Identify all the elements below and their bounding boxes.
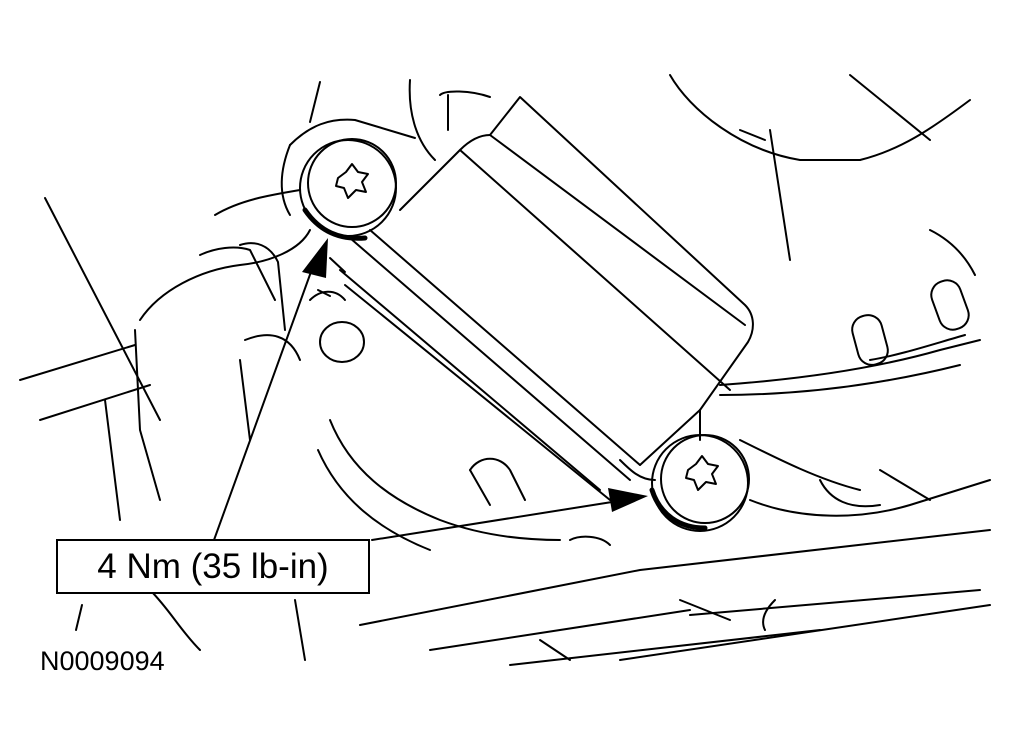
torx-bolt-icon (685, 455, 719, 491)
lower-bolt (649, 434, 750, 532)
leader-lines (213, 257, 613, 541)
arrow-icon (608, 488, 648, 512)
arrow-icon (302, 238, 328, 278)
torque-spec-label: 4 Nm (35 lb-in) (97, 546, 329, 586)
torx-bolt-icon (335, 163, 369, 199)
figure-id: N0009094 (40, 646, 165, 676)
upper-bolt (299, 138, 397, 241)
background-housing (19, 74, 991, 666)
module-bracket (317, 96, 754, 501)
torque-spec-callout: 4 Nm (35 lb-in) (56, 539, 370, 594)
